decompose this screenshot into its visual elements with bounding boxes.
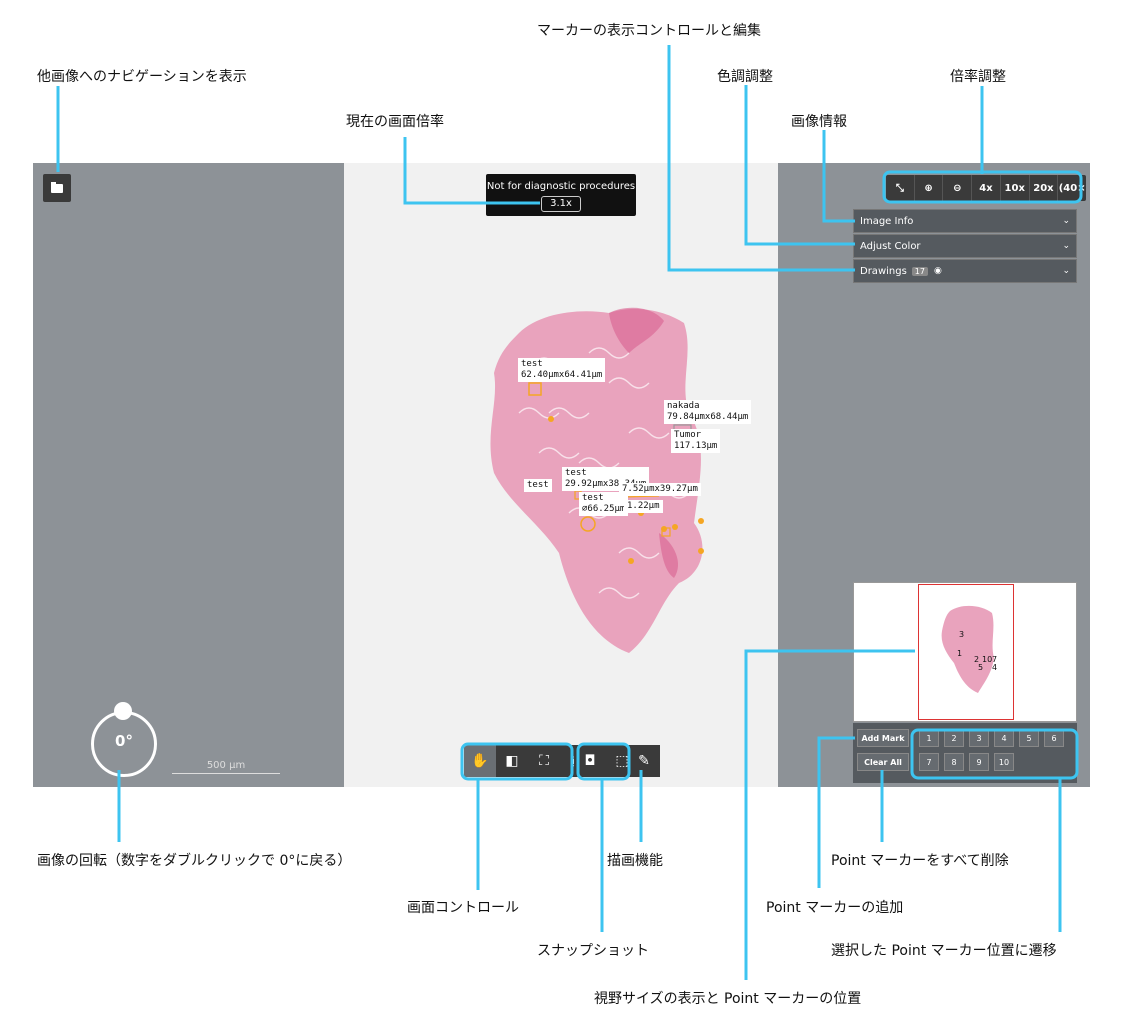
chevron-down-icon: ⌄ — [1062, 241, 1070, 251]
point-button-4[interactable]: 4 — [994, 729, 1014, 747]
image-info-panel[interactable]: Image Info ⌄ — [853, 209, 1077, 233]
point-marker-panel: Add Mark Clear All 1 2 3 4 5 6 7 8 9 10 — [853, 723, 1077, 783]
callout-clear-all: Point マーカーをすべて削除 — [831, 853, 1009, 869]
minimap-point-label: 10 — [982, 655, 993, 664]
zoom-10x-button[interactable]: 10x — [1001, 175, 1030, 201]
panel-label: Adjust Color — [860, 240, 921, 252]
drawing-toolbar: ✎ — [628, 745, 660, 777]
callout-view-size: 視野サイズの表示と Point マーカーの位置 — [594, 991, 862, 1007]
minimap-point-label: 2 — [974, 655, 980, 664]
minimap-tissue — [941, 605, 994, 693]
callout-add-point: Point マーカーの追加 — [766, 900, 904, 916]
rotation-knob[interactable] — [114, 702, 132, 720]
add-mark-button[interactable]: Add Mark — [857, 729, 909, 747]
minimap-point-label: 4 — [992, 663, 998, 672]
panel-label: Image Info — [860, 215, 914, 227]
callout-magnification: 倍率調整 — [950, 69, 1006, 85]
point-button-8[interactable]: 8 — [944, 753, 964, 771]
minimap-point-label: 5 — [978, 663, 984, 672]
fullscreen-icon[interactable]: ⛶ — [539, 753, 549, 769]
minimap-viewport[interactable] — [918, 584, 1014, 720]
callout-rotation: 画像の回転（数字をダブルクリックで 0°に戻る） — [37, 853, 352, 869]
annotation-label[interactable]: test — [524, 479, 552, 492]
point-button-3[interactable]: 3 — [969, 729, 989, 747]
zoom-40x-button[interactable]: (40× — [1058, 182, 1086, 194]
callout-snapshot: スナップショット — [537, 943, 649, 959]
adjust-color-panel[interactable]: Adjust Color ⌄ — [853, 234, 1077, 258]
point-button-5[interactable]: 5 — [1019, 729, 1039, 747]
minimap[interactable]: 3 1 2 10 7 5 4 — [853, 582, 1077, 722]
point-button-6[interactable]: 6 — [1044, 729, 1064, 747]
annotation-label[interactable]: 1.22µm — [624, 500, 663, 513]
callout-navigation: 他画像へのナビゲーションを表示 — [37, 69, 247, 85]
panel-label: Drawings — [860, 265, 907, 277]
pen-icon[interactable]: ✎ — [638, 753, 650, 769]
chevron-down-icon: ⌄ — [1062, 216, 1070, 226]
callout-image-info: 画像情報 — [791, 114, 847, 130]
zoom-out-icon[interactable]: ⊖ — [943, 175, 973, 201]
eye-icon[interactable]: ◉ — [933, 266, 942, 276]
point-button-10[interactable]: 10 — [994, 753, 1014, 771]
sidebar-icon[interactable]: ◧ — [505, 753, 519, 769]
fit-icon[interactable]: ⤡ — [886, 175, 915, 201]
callout-marker-control: マーカーの表示コントロールと編集 — [537, 23, 761, 39]
point-button-9[interactable]: 9 — [969, 753, 989, 771]
rotation-dial[interactable]: 0° — [91, 702, 157, 777]
point-button-7[interactable]: 7 — [919, 753, 939, 771]
annotation-label[interactable]: 7.52µmx39.27µm — [619, 483, 701, 496]
drawings-count-badge: 17 — [911, 266, 928, 276]
folder-icon[interactable] — [43, 174, 71, 202]
drawings-panel[interactable]: Drawings 17 ◉ ⌄ — [853, 259, 1077, 283]
rotation-value[interactable]: 0° — [115, 732, 133, 750]
callout-screen-control: 画面コントロール — [407, 900, 519, 916]
hand-icon[interactable]: ✋ — [464, 745, 496, 777]
camera-icon[interactable]: ◘ — [584, 753, 596, 769]
annotation-label[interactable]: test⌀66.25µm — [579, 492, 629, 516]
notice-text: Not for diagnostic procedures — [486, 181, 636, 192]
current-zoom-display: 3.1x — [541, 196, 581, 212]
zoom-4x-button[interactable]: 4x — [972, 175, 1001, 201]
callout-current-zoom: 現在の画面倍率 — [346, 114, 444, 130]
minimap-point-label: 1 — [957, 649, 963, 658]
chevron-down-icon: ⌄ — [1062, 266, 1070, 276]
zoom-20x-button[interactable]: 20x — [1030, 175, 1059, 201]
zoom-in-icon[interactable]: ⊕ — [915, 175, 944, 201]
clear-all-button[interactable]: Clear All — [857, 753, 909, 771]
callout-drawing: 描画機能 — [607, 853, 663, 869]
point-button-1[interactable]: 1 — [919, 729, 939, 747]
zoom-toolbar: ⤡ ⊕ ⊖ 4x 10x 20x (40× — [886, 175, 1086, 201]
callout-color: 色調調整 — [717, 69, 773, 85]
diagnostic-notice: Not for diagnostic procedures 3.1x — [486, 174, 636, 216]
minimap-point-label: 7 — [992, 655, 998, 664]
scale-bar: 500 µm — [172, 759, 280, 774]
callout-jump-point: 選択した Point マーカー位置に遷移 — [831, 943, 1057, 959]
minimap-point-label: 3 — [959, 630, 965, 639]
screen-control-toolbar: ✋ ◧ ⛶ ◉ — [464, 745, 592, 777]
point-button-2[interactable]: 2 — [944, 729, 964, 747]
